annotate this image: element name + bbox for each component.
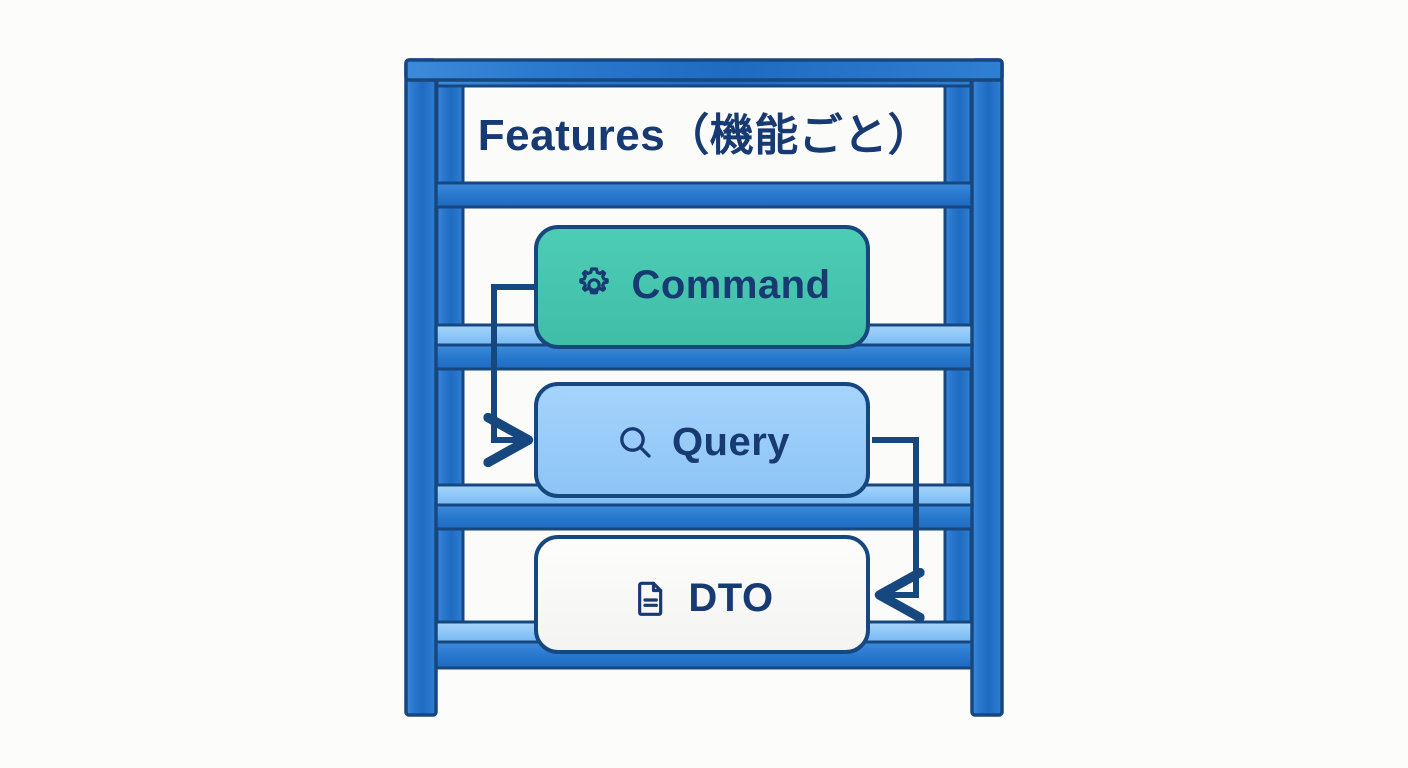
card-query[interactable] (534, 382, 870, 498)
card-dto[interactable] (534, 535, 870, 654)
shelf-board-1 (410, 181, 998, 209)
shelf-front-posts (404, 58, 1004, 717)
connector-command-to-query (494, 284, 536, 440)
card-command[interactable] (534, 225, 870, 349)
connector-query-to-dto (872, 437, 916, 595)
